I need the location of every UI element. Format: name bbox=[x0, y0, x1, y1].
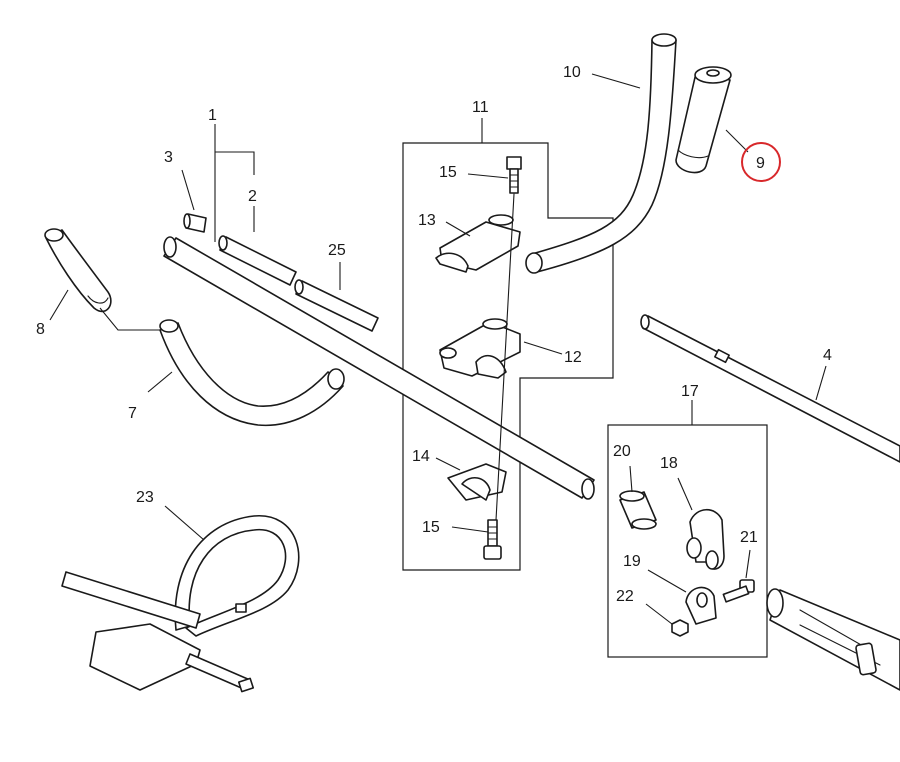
part-9-grip bbox=[675, 66, 732, 174]
callout-15-upper: 15 bbox=[439, 164, 457, 181]
callout-14: 14 bbox=[412, 448, 430, 465]
part-2-sleeve bbox=[218, 235, 297, 286]
leader-lines bbox=[49, 73, 827, 625]
callout-21: 21 bbox=[740, 529, 758, 546]
callout-22: 22 bbox=[616, 588, 634, 605]
callout-1: 1 bbox=[208, 107, 217, 124]
callout-15-lower: 15 bbox=[422, 519, 440, 536]
part-20-sleeve bbox=[619, 490, 657, 530]
part-8-grip bbox=[44, 228, 112, 313]
part-4-drive-shaft bbox=[640, 314, 900, 463]
callout-7: 7 bbox=[128, 405, 137, 422]
part-13-clamp bbox=[435, 214, 521, 273]
kit-box-11 bbox=[402, 142, 614, 571]
part-engine-housing bbox=[766, 588, 900, 691]
part-1-shaft bbox=[163, 236, 595, 500]
part-12-clamp bbox=[439, 318, 521, 379]
callout-8: 8 bbox=[36, 321, 45, 338]
callout-19: 19 bbox=[623, 553, 641, 570]
callout-18: 18 bbox=[660, 455, 678, 472]
callout-25: 25 bbox=[328, 242, 346, 259]
part-21-bolt bbox=[722, 579, 755, 603]
callout-13: 13 bbox=[418, 212, 436, 229]
part-22-nut bbox=[671, 619, 689, 637]
clamp-axis bbox=[495, 193, 515, 521]
callout-17: 17 bbox=[681, 383, 699, 400]
callout-9: 9 bbox=[756, 155, 765, 172]
part-3-collar bbox=[183, 213, 207, 233]
callout-23: 23 bbox=[136, 489, 154, 506]
kit-box-17 bbox=[607, 424, 768, 658]
callout-11: 11 bbox=[472, 99, 489, 116]
highlight-circle bbox=[741, 142, 781, 182]
callout-12: 12 bbox=[564, 349, 582, 366]
callout-10: 10 bbox=[563, 64, 581, 81]
callout-2: 2 bbox=[248, 188, 257, 205]
callout-3: 3 bbox=[164, 149, 173, 166]
part-18-bracket bbox=[686, 508, 725, 570]
callout-20: 20 bbox=[613, 443, 631, 460]
part-7-lower-tube bbox=[159, 319, 345, 427]
part-14-half-clamp bbox=[447, 463, 507, 501]
callout-4: 4 bbox=[823, 347, 832, 364]
part-15-bolt-upper bbox=[506, 156, 522, 194]
part-25-sleeve bbox=[294, 279, 379, 332]
part-15-bolt-lower bbox=[483, 519, 502, 560]
part-10-handle-tube bbox=[525, 33, 677, 274]
part-19-clip bbox=[685, 586, 717, 625]
part-23-harness bbox=[61, 515, 300, 693]
